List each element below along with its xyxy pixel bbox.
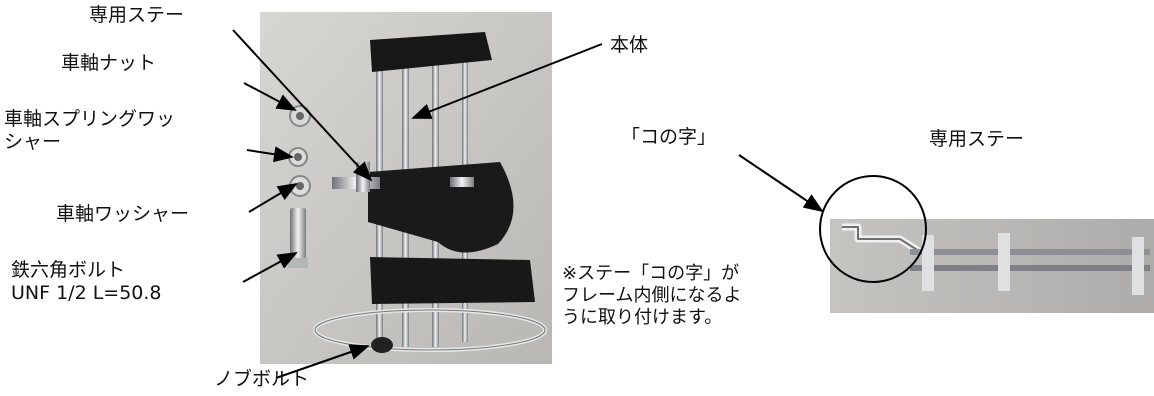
stay-photo	[830, 219, 1154, 313]
note-line3: うに取り付けます。	[562, 307, 723, 328]
label-axle-nut: 車軸ナット	[61, 52, 157, 74]
leader-knob	[275, 344, 370, 379]
highlight-circle	[819, 175, 927, 283]
note-line1: ※ステー「コの字」が	[562, 263, 740, 284]
leader-washer	[248, 182, 298, 213]
label-body: 本体	[610, 34, 649, 56]
label-knob-bolt: ノブボルト	[214, 368, 310, 390]
leader-body	[411, 43, 603, 119]
label-bolt-line1: 鉄六角ボルト	[11, 259, 126, 281]
leader-nut	[243, 82, 297, 111]
stay-photo-drawing	[830, 219, 1154, 313]
label-bolt-line2: UNF 1/2 L=50.8	[11, 282, 162, 304]
leader-spring-washer	[246, 146, 294, 163]
label-stay-detail: 専用ステー	[929, 128, 1025, 150]
leader-bolt	[242, 252, 298, 283]
label-spring-washer-line1: 車軸スプリングワッ	[4, 108, 176, 130]
label-axle-washer: 車軸ワッシャー	[56, 203, 190, 225]
note-line2: フレーム内側になるよ	[562, 285, 742, 306]
holder-photo-drawing	[260, 12, 552, 364]
label-stay: 専用ステー	[89, 4, 185, 26]
holder-photo	[260, 12, 552, 364]
label-ko-shape: 「コの字」	[621, 126, 717, 148]
label-spring-washer-line2: シャー	[4, 131, 62, 153]
leader-ko	[738, 154, 824, 213]
leader-stay	[232, 29, 373, 182]
